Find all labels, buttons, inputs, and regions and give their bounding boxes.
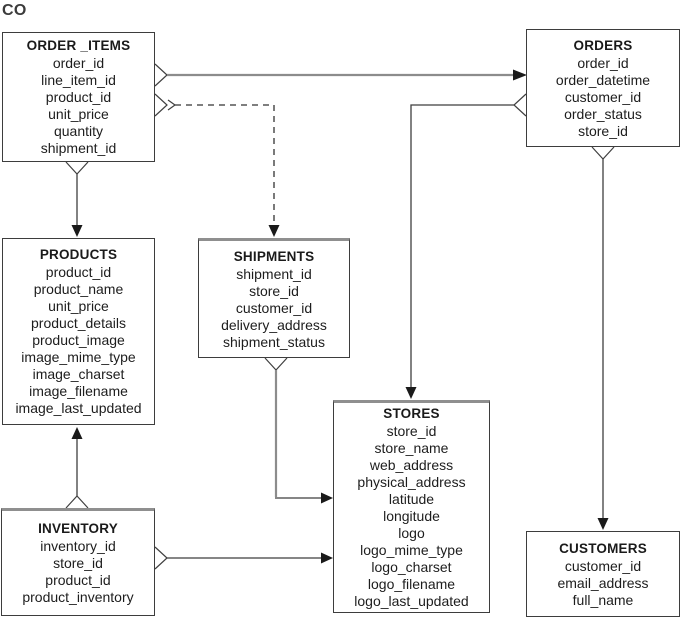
entity-field: shipment_status bbox=[223, 333, 325, 350]
entity-field: store_id bbox=[249, 282, 299, 299]
entity-field: product_id bbox=[45, 89, 112, 105]
entity-field: shipment_id bbox=[236, 265, 312, 282]
entity-field: logo bbox=[398, 525, 425, 541]
arrowhead-marker bbox=[513, 69, 527, 81]
entity-field: full_name bbox=[572, 591, 634, 608]
entity-field: product_image bbox=[32, 332, 125, 348]
crowsfoot-marker bbox=[513, 93, 527, 117]
entity-field: delivery_address bbox=[221, 316, 327, 333]
arrowhead-marker bbox=[321, 552, 333, 564]
entity-field: order_id bbox=[577, 54, 629, 71]
entity-field: logo_filename bbox=[367, 576, 456, 592]
entity-field: order_datetime bbox=[555, 71, 651, 88]
relationship-line[interactable] bbox=[175, 104, 275, 224]
entity-field: product_name bbox=[33, 281, 124, 297]
rel-order-items-orders[interactable] bbox=[154, 63, 527, 87]
crowsfoot-marker bbox=[154, 93, 168, 117]
entity-field: logo_charset bbox=[371, 559, 452, 575]
crowsfoot-marker bbox=[65, 495, 89, 509]
entity-title: ORDER _ITEMS bbox=[26, 38, 131, 53]
entity-field: logo_last_updated bbox=[354, 593, 469, 609]
entity-field: line_item_id bbox=[41, 72, 116, 88]
entity-field: store_id bbox=[53, 555, 103, 571]
crowsfoot-marker bbox=[65, 161, 89, 175]
entity-field: logo_mime_type bbox=[360, 542, 463, 558]
entity-title: STORES bbox=[383, 406, 440, 421]
entity-title: CUSTOMERS bbox=[559, 540, 647, 556]
entity-title: ORDERS bbox=[573, 37, 633, 53]
entity-field: unit_price bbox=[48, 106, 109, 122]
rel-orders-customers[interactable] bbox=[591, 146, 615, 530]
entity-field: email_address bbox=[557, 574, 649, 591]
entity-field: store_id bbox=[386, 423, 437, 439]
entity-field: image_charset bbox=[32, 366, 125, 382]
crowsfoot-marker bbox=[154, 546, 168, 570]
entity-field: product_inventory bbox=[22, 589, 134, 605]
entity-field: quantity bbox=[53, 123, 104, 139]
entity-field: latitude bbox=[388, 491, 435, 507]
entity-title: PRODUCTS bbox=[39, 247, 118, 262]
entity-field: unit_price bbox=[48, 298, 109, 314]
entity-field: physical_address bbox=[357, 474, 466, 490]
entity-field: store_name bbox=[374, 440, 449, 456]
entity-field: customer_id bbox=[235, 299, 313, 316]
entity-field: order_id bbox=[52, 55, 105, 71]
rel-inventory-stores[interactable] bbox=[154, 546, 333, 570]
arrowhead-marker bbox=[597, 518, 609, 530]
rel-shipments-stores[interactable] bbox=[264, 357, 333, 504]
arrowhead-marker bbox=[71, 225, 83, 237]
open-arrow-marker bbox=[167, 99, 177, 111]
entity-title: SHIPMENTS bbox=[233, 248, 315, 264]
entity-field: image_filename bbox=[29, 383, 128, 399]
rel-order-items-shipments[interactable] bbox=[154, 93, 280, 237]
entity-field: image_mime_type bbox=[21, 349, 136, 365]
entity-field: product_id bbox=[45, 264, 112, 280]
entity-field: shipment_id bbox=[40, 140, 117, 156]
entity-title: INVENTORY bbox=[38, 521, 118, 536]
entity-field: product_details bbox=[31, 315, 126, 331]
entity-field: longitude bbox=[383, 508, 440, 524]
arrowhead-marker bbox=[268, 225, 280, 237]
rel-orders-stores[interactable] bbox=[405, 93, 527, 399]
entity-field: order_status bbox=[564, 105, 642, 122]
diagram-title-label: CO bbox=[2, 2, 27, 19]
entity-field: inventory_id bbox=[40, 538, 116, 554]
arrowhead-marker bbox=[321, 492, 333, 504]
entity-field: customer_id bbox=[564, 88, 642, 105]
entity-field: product_id bbox=[45, 572, 111, 588]
entity-field: customer_id bbox=[564, 557, 642, 574]
crowsfoot-marker bbox=[591, 146, 615, 160]
relationship-line[interactable] bbox=[410, 104, 514, 388]
rel-inventory-products[interactable] bbox=[65, 427, 89, 509]
crowsfoot-marker bbox=[264, 357, 288, 371]
entity-field: store_id bbox=[578, 122, 628, 139]
crowsfoot-marker bbox=[154, 63, 168, 87]
arrowhead-marker bbox=[71, 427, 83, 439]
arrowhead-marker bbox=[405, 387, 417, 399]
entity-field: web_address bbox=[369, 457, 454, 473]
entity-field: image_last_updated bbox=[15, 400, 142, 416]
rel-order-items-products[interactable] bbox=[65, 161, 89, 237]
